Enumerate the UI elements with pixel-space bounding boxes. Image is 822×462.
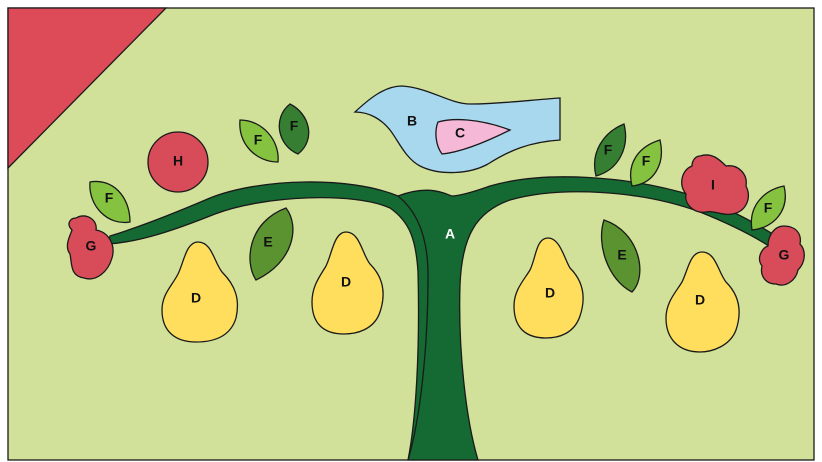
label-f-4: F (604, 142, 613, 158)
label-d-3: D (545, 285, 555, 301)
label-i: I (711, 177, 715, 193)
flower-g-2 (758, 225, 805, 286)
label-h: H (173, 153, 183, 169)
label-f-6: F (764, 200, 773, 216)
label-g-2: G (779, 247, 790, 263)
leaf-f-3 (278, 103, 310, 155)
pear-d-3 (513, 237, 584, 339)
label-g-1: G (86, 238, 97, 254)
label-e-1: E (263, 234, 272, 250)
leaf-f-1 (89, 180, 131, 224)
flower-i (681, 154, 749, 216)
label-f-5: F (642, 153, 651, 169)
label-d-1: D (191, 290, 201, 306)
pear-d-2 (311, 231, 384, 335)
pear-d-1 (161, 241, 239, 343)
label-a: A (445, 226, 455, 242)
label-d-4: D (695, 292, 705, 308)
label-f-2: F (254, 132, 263, 148)
label-c: C (455, 125, 465, 141)
label-f-1: F (105, 190, 114, 206)
label-f-3: F (290, 118, 299, 134)
circle-h (147, 131, 209, 193)
flower-g-1 (66, 215, 114, 280)
corner-triangle (7, 7, 168, 170)
leaf-f-5 (630, 139, 662, 187)
label-e-2: E (617, 247, 626, 263)
label-d-2: D (341, 274, 351, 290)
pear-d-4 (665, 251, 740, 353)
leaf-f-4 (594, 123, 627, 177)
leaf-f-2 (239, 119, 279, 163)
bird-wing-c (435, 118, 512, 155)
label-b: B (407, 113, 417, 129)
leaf-e-2 (600, 219, 641, 293)
leaf-e-1 (249, 207, 294, 281)
leaf-f-6 (750, 185, 786, 231)
